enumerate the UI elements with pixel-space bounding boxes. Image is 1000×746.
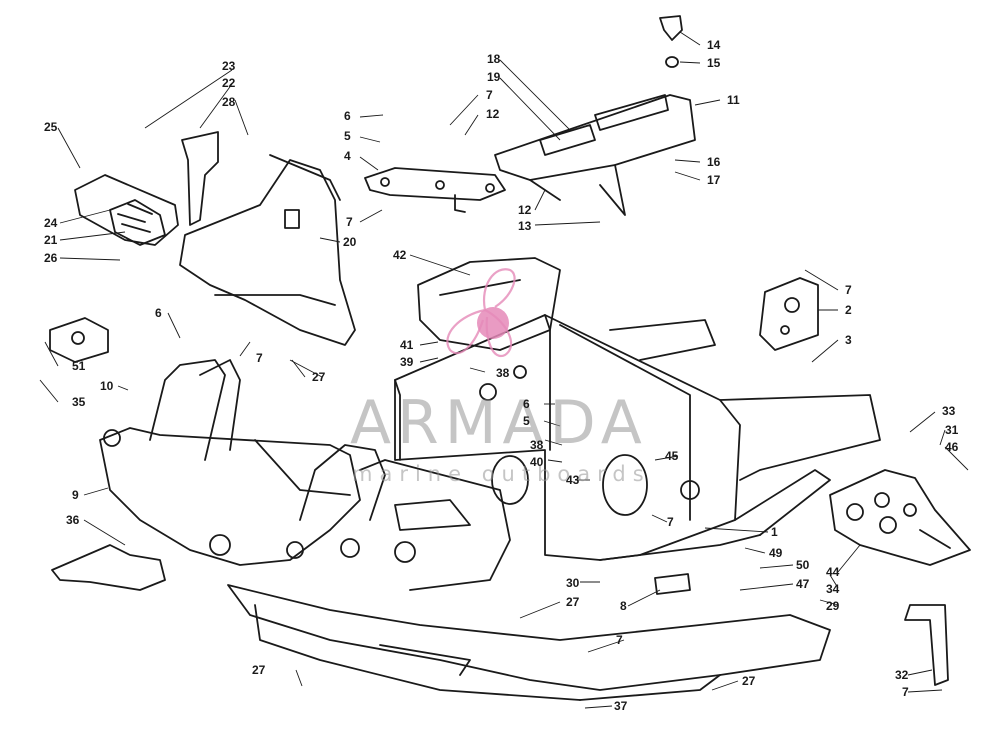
engine-mount-plate-part [759, 277, 819, 351]
callout-30: 30 [566, 576, 580, 590]
callout-39: 39 [400, 355, 414, 369]
callout-18: 18 [487, 52, 501, 66]
air-intake-part [74, 174, 179, 246]
callout-6: 6 [523, 397, 530, 411]
callout-35: 35 [72, 395, 86, 409]
callout-5: 5 [344, 129, 351, 143]
callout-50: 50 [796, 558, 810, 572]
knob-part [659, 15, 683, 68]
callout-10: 10 [100, 379, 114, 393]
callout-19: 19 [487, 70, 501, 84]
callout-7: 7 [486, 88, 493, 102]
callout-37: 37 [614, 699, 628, 713]
bracket-part [364, 167, 506, 213]
callout-27: 27 [566, 595, 580, 609]
propeller-logo-icon [446, 268, 516, 358]
rear-plate-part [829, 469, 971, 566]
callout-31: 31 [945, 423, 959, 437]
callout-1: 1 [771, 525, 778, 539]
callout-26: 26 [44, 251, 58, 265]
callout-7: 7 [616, 633, 623, 647]
callout-23: 23 [222, 59, 236, 73]
callout-11: 11 [727, 93, 740, 107]
callout-38: 38 [530, 438, 544, 452]
tow-hitch-part [904, 604, 949, 686]
callout-24: 24 [44, 216, 58, 230]
callout-34: 34 [826, 582, 840, 596]
callout-7: 7 [256, 351, 263, 365]
callout-6: 6 [155, 306, 162, 320]
callout-40: 40 [530, 455, 544, 469]
callout-38: 38 [496, 366, 510, 380]
callout-5: 5 [523, 414, 530, 428]
callout-51: 51 [72, 359, 86, 373]
pad-part [51, 544, 166, 591]
callout-47: 47 [796, 577, 810, 591]
callout-42: 42 [393, 248, 407, 262]
skid-plate-part [49, 317, 109, 363]
callout-7: 7 [902, 685, 909, 699]
callout-14: 14 [707, 38, 721, 52]
callout-49: 49 [769, 546, 783, 560]
callout-46: 46 [945, 440, 959, 454]
callout-6: 6 [344, 109, 351, 123]
callout-20: 20 [343, 235, 357, 249]
callout-7: 7 [346, 215, 353, 229]
callout-44: 44 [826, 565, 840, 579]
bracket-plate-part [654, 573, 691, 595]
callout-27: 27 [742, 674, 756, 688]
callout-21: 21 [44, 233, 58, 247]
shroud-part [179, 154, 356, 346]
callout-27: 27 [312, 370, 326, 384]
callout-27: 27 [252, 663, 266, 677]
callout-17: 17 [707, 173, 721, 187]
callout-28: 28 [222, 95, 236, 109]
front-suspension-part [99, 359, 511, 591]
callout-25: 25 [44, 120, 58, 134]
callout-33: 33 [942, 404, 956, 418]
callout-32: 32 [895, 668, 909, 682]
callout-15: 15 [707, 56, 721, 70]
callout-41: 41 [400, 338, 414, 352]
callout-29: 29 [826, 599, 840, 613]
console-part [494, 94, 696, 216]
side-panel-part [181, 131, 219, 226]
callout-7: 7 [845, 283, 852, 297]
callout-2: 2 [845, 303, 852, 317]
callout-45: 45 [665, 449, 679, 463]
callout-4: 4 [344, 149, 351, 163]
callout-22: 22 [222, 76, 236, 90]
callout-7: 7 [667, 515, 674, 529]
callout-13: 13 [518, 219, 532, 233]
callout-12: 12 [518, 203, 532, 217]
belly-pan-part [227, 584, 831, 701]
callout-3: 3 [845, 333, 852, 347]
callout-43: 43 [566, 473, 580, 487]
callout-8: 8 [620, 599, 627, 613]
callout-9: 9 [72, 488, 79, 502]
steering-support-part [417, 257, 561, 351]
callout-16: 16 [707, 155, 721, 169]
callout-36: 36 [66, 513, 80, 527]
callout-12: 12 [486, 107, 500, 121]
main-frame-part [394, 314, 881, 561]
